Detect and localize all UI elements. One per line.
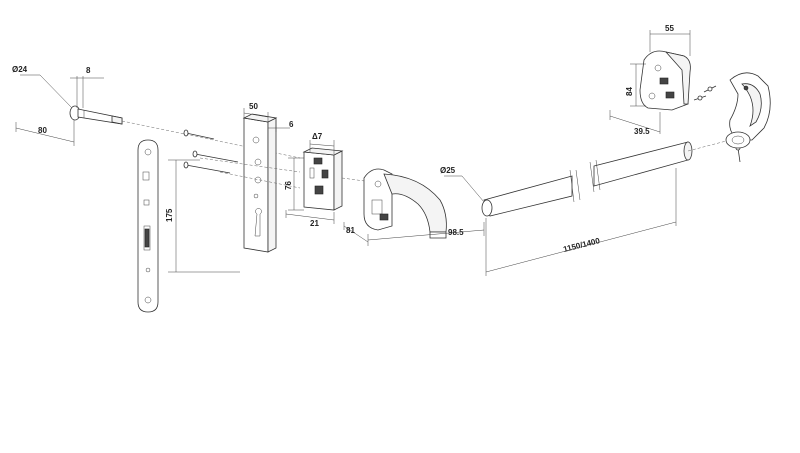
dim-d84: 84 <box>625 63 646 107</box>
lock-case-part <box>242 113 278 253</box>
dim-label-d50: 50 <box>249 102 258 111</box>
wall-bracket-part <box>639 50 691 111</box>
dim-label-d84: 84 <box>625 87 634 96</box>
dim-label-d175: 175 <box>165 208 174 222</box>
dim-d175: 175 <box>165 159 240 273</box>
dim-label-d24: Ø24 <box>12 65 28 74</box>
dim-d76: 76 <box>284 157 304 211</box>
dim-d6: 6 <box>268 120 294 132</box>
dim-label-d81: 81 <box>346 226 355 235</box>
dim-d21: 21 <box>285 210 335 228</box>
small-screws-part <box>693 85 741 163</box>
dim-d80: 80 <box>15 120 75 146</box>
dim-d7: Δ7 <box>309 132 335 154</box>
dim-label-d25: Ø25 <box>440 166 456 175</box>
follower-block-part <box>302 147 344 211</box>
dim-d39-5: 39.5 <box>609 110 661 136</box>
dim-d25: Ø25 <box>440 166 485 203</box>
dim-label-d39-5: 39.5 <box>634 127 650 136</box>
dim-d50: 50 <box>243 102 269 122</box>
dim-label-d7: Δ7 <box>312 132 323 141</box>
dim-label-d76: 76 <box>284 181 293 190</box>
dim-label-d1150: 1150/1400 <box>562 236 601 254</box>
spindle-part <box>69 105 123 125</box>
dim-label-d80: 80 <box>38 126 47 135</box>
dim-label-d6: 6 <box>289 120 294 129</box>
dim-label-d55: 55 <box>665 24 674 33</box>
faceplate-part <box>137 139 159 313</box>
dim-d1150: 1150/1400 <box>485 168 677 276</box>
handle-bracket-part <box>363 168 447 239</box>
dim-d55: 55 <box>649 24 691 56</box>
dim-d81: 81 <box>343 222 369 243</box>
push-bar-tube-part <box>481 141 693 217</box>
screws-part <box>183 129 239 174</box>
dim-label-d8: 8 <box>86 66 91 75</box>
dim-label-d98-5: 98.5 <box>448 228 464 237</box>
dim-d24: Ø24 <box>12 65 73 109</box>
dim-label-d21: 21 <box>310 219 319 228</box>
dim-d98-5: 98.5 <box>367 222 485 246</box>
end-cap-part <box>725 72 771 149</box>
dim-d8: 8 <box>70 66 104 108</box>
